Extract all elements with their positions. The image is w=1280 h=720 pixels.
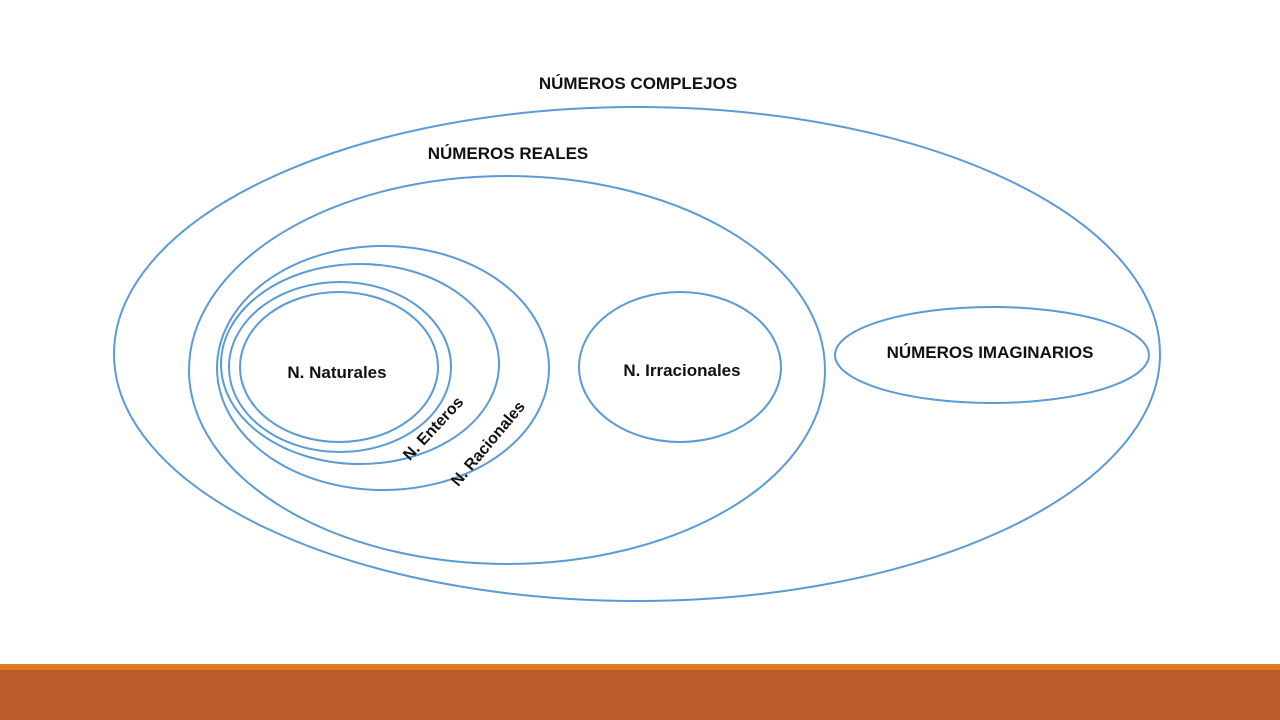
footer-bar bbox=[0, 670, 1280, 720]
naturales-label: N. Naturales bbox=[287, 363, 386, 382]
inner-ring bbox=[228, 281, 452, 453]
enteros-ellipse bbox=[220, 263, 500, 465]
enteros-label: N. Enteros bbox=[400, 394, 467, 464]
reales-label: NÚMEROS REALES bbox=[428, 144, 589, 163]
naturales-ellipse bbox=[239, 291, 439, 443]
irracionales-ellipse bbox=[578, 291, 782, 443]
imaginarios-ellipse bbox=[834, 306, 1150, 404]
irracionales-label: N. Irracionales bbox=[623, 361, 740, 380]
footer-accent-line bbox=[0, 664, 1280, 670]
complejos-label: NÚMEROS COMPLEJOS bbox=[539, 74, 737, 93]
imaginarios-label: NÚMEROS IMAGINARIOS bbox=[887, 343, 1094, 362]
racionales-ellipse bbox=[216, 245, 550, 491]
reales-ellipse bbox=[188, 175, 826, 565]
complejos-ellipse bbox=[113, 106, 1161, 602]
